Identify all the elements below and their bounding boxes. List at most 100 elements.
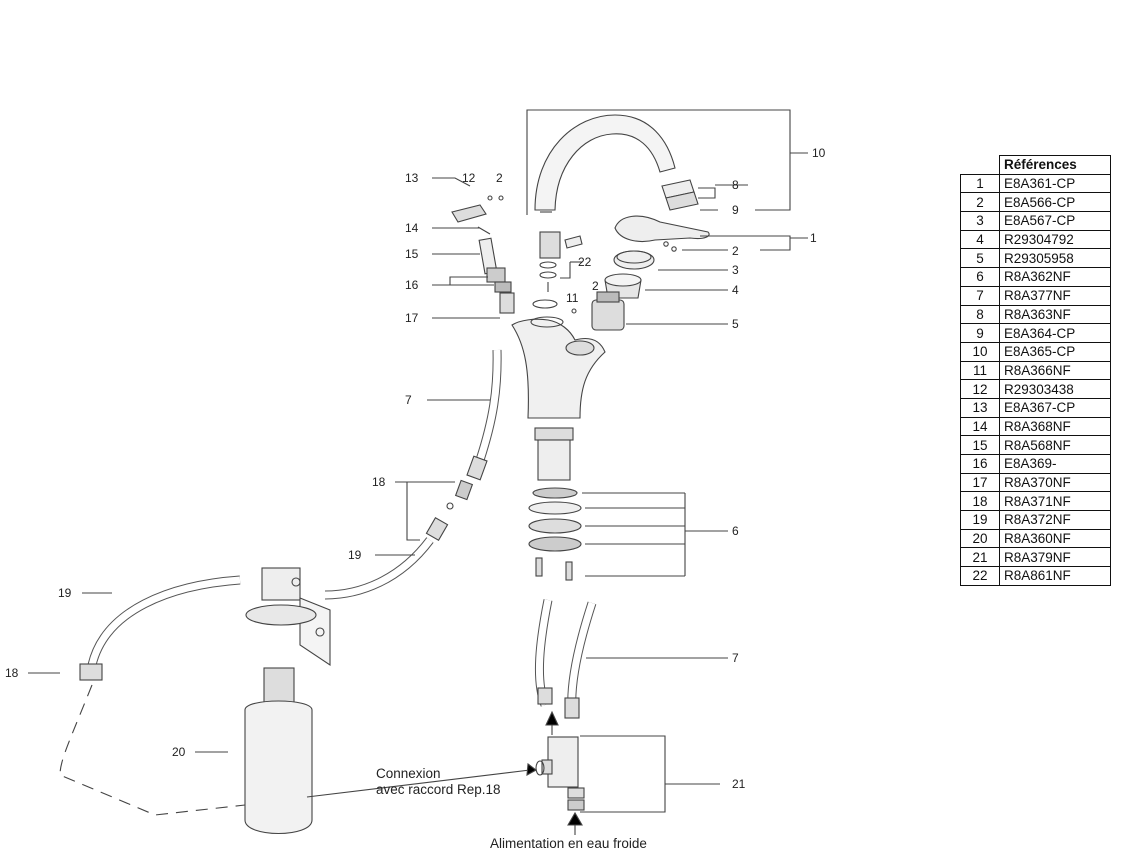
part-number: 7 bbox=[960, 285, 1000, 306]
part-reference: E8A364-CP bbox=[999, 323, 1111, 343]
part-number: 11 bbox=[960, 360, 1000, 381]
part-number: 6 bbox=[960, 267, 1000, 287]
callout-1: 1 bbox=[810, 231, 817, 245]
part-reference: R8A368NF bbox=[999, 416, 1111, 437]
lever-handle-part bbox=[614, 215, 710, 243]
callout-16: 16 bbox=[405, 278, 419, 292]
references-header: Références bbox=[999, 155, 1111, 175]
part-reference: R29303438 bbox=[999, 379, 1111, 399]
part-number: 4 bbox=[960, 229, 1000, 250]
part-number: 1 bbox=[960, 173, 1000, 194]
part-number: 21 bbox=[960, 547, 1000, 568]
callout-13: 13 bbox=[405, 171, 419, 185]
callout-18-right: 18 bbox=[372, 475, 386, 489]
callout-22: 22 bbox=[578, 255, 592, 269]
callout-3: 3 bbox=[732, 263, 739, 277]
part-number: 13 bbox=[960, 397, 1000, 418]
connexion-caption-line1: Connexion bbox=[376, 766, 441, 781]
callout-19-right: 19 bbox=[348, 548, 362, 562]
part-number: 3 bbox=[960, 211, 1000, 231]
part-number: 5 bbox=[960, 248, 1000, 269]
part-number: 22 bbox=[960, 566, 1000, 586]
flexible-hoses bbox=[534, 599, 597, 719]
part-reference: R8A861NF bbox=[999, 566, 1111, 586]
part-reference: E8A361-CP bbox=[999, 173, 1111, 194]
callout-11: 11 bbox=[566, 291, 579, 305]
mounting-washers bbox=[528, 487, 582, 581]
callout-20: 20 bbox=[172, 745, 186, 759]
faucet-body-part bbox=[511, 316, 606, 419]
callout-7-right: 7 bbox=[732, 651, 739, 665]
part-number: 12 bbox=[960, 379, 1000, 399]
part-number: 17 bbox=[960, 472, 1000, 493]
callout-18-left: 18 bbox=[5, 666, 19, 680]
part-reference: R8A362NF bbox=[999, 267, 1111, 287]
part-reference: R8A371NF bbox=[999, 491, 1111, 512]
part-reference: R29305958 bbox=[999, 248, 1111, 269]
part-reference: R29304792 bbox=[999, 229, 1111, 250]
callout-6: 6 bbox=[732, 524, 739, 538]
part-number: 10 bbox=[960, 341, 1000, 362]
connexion-caption: Connexion avec raccord Rep.18 bbox=[376, 766, 501, 798]
callout-17: 17 bbox=[405, 311, 419, 325]
part-reference: E8A369- bbox=[999, 454, 1111, 474]
part-reference: R8A372NF bbox=[999, 510, 1111, 530]
callout-10: 10 bbox=[812, 146, 826, 160]
part-reference: R8A377NF bbox=[999, 285, 1111, 306]
part-number: 14 bbox=[960, 416, 1000, 437]
filter-head-part bbox=[245, 567, 331, 667]
part-number: 20 bbox=[960, 528, 1000, 549]
callout-labels: 10 8 9 1 2 3 4 5 6 7 7 13 12 2 14 15 16 … bbox=[5, 146, 826, 791]
supply-caption: Alimentation en eau froide bbox=[490, 836, 647, 851]
part-reference: E8A367-CP bbox=[999, 397, 1111, 418]
part-number: 2 bbox=[960, 192, 1000, 213]
callout-2-top: 2 bbox=[496, 171, 503, 185]
left-valve-parts bbox=[451, 195, 515, 314]
callout-19-left: 19 bbox=[58, 586, 72, 600]
part-number: 15 bbox=[960, 435, 1000, 455]
part-number: 19 bbox=[960, 510, 1000, 530]
callout-7-left: 7 bbox=[405, 393, 412, 407]
callout-12: 12 bbox=[462, 171, 476, 185]
part-reference: R8A370NF bbox=[999, 472, 1111, 493]
part-reference: R8A366NF bbox=[999, 360, 1111, 381]
tee-connector-part bbox=[535, 736, 585, 811]
part-reference: E8A566-CP bbox=[999, 192, 1111, 213]
connexion-caption-line2: avec raccord Rep.18 bbox=[376, 782, 501, 797]
aerator-part bbox=[661, 179, 699, 211]
callout-9: 9 bbox=[732, 203, 739, 217]
part-reference: R8A379NF bbox=[999, 547, 1111, 568]
part-reference: E8A567-CP bbox=[999, 211, 1111, 231]
callout-2-mid: 2 bbox=[592, 279, 599, 293]
filter-cartridge-part bbox=[244, 667, 313, 834]
part-number: 8 bbox=[960, 304, 1000, 325]
part-number: 16 bbox=[960, 454, 1000, 474]
part-reference: R8A568NF bbox=[999, 435, 1111, 455]
callout-21: 21 bbox=[732, 777, 746, 791]
part-number: 9 bbox=[960, 323, 1000, 343]
spout-part bbox=[534, 114, 676, 213]
part-reference: R8A360NF bbox=[999, 528, 1111, 549]
callout-5: 5 bbox=[732, 317, 739, 331]
